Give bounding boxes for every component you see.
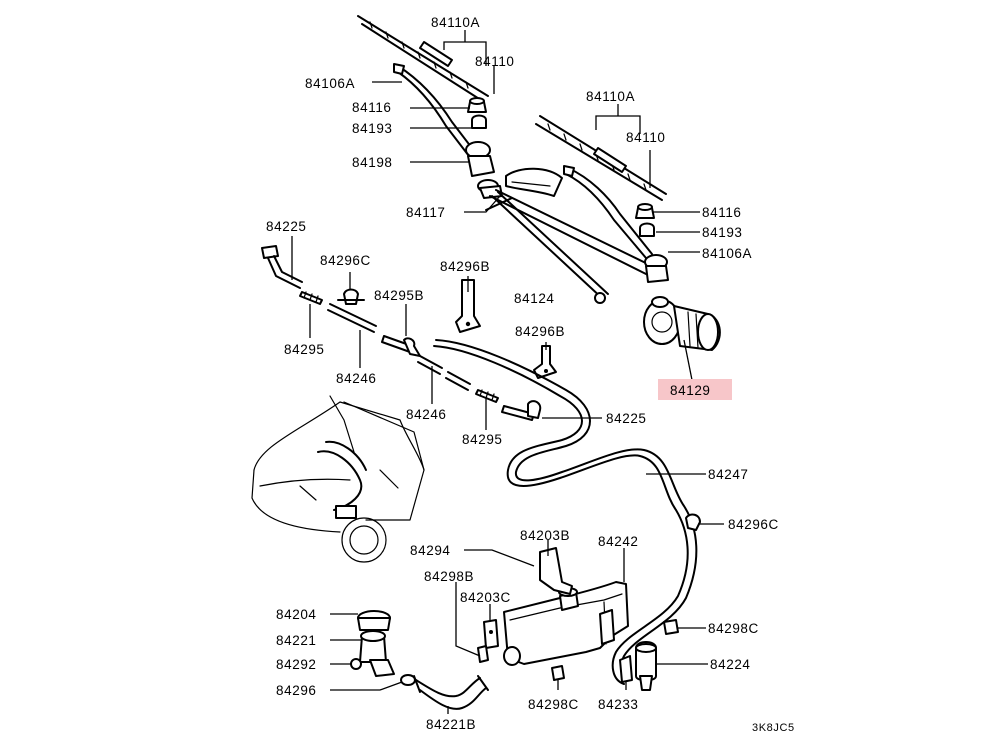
label-cap-right[interactable]: 84193 <box>702 225 743 240</box>
label-clip-c-right[interactable]: 84296C <box>728 517 779 532</box>
label-link-rod[interactable]: 84124 <box>514 291 555 306</box>
left-arm-nut <box>467 97 487 113</box>
label-blade-a-right[interactable]: 84110A <box>586 89 635 104</box>
label-joint[interactable]: 84296 <box>276 683 317 698</box>
pump-filter <box>359 630 395 677</box>
label-bracket-b[interactable]: 84203B <box>520 528 570 543</box>
right-wiper-blade <box>535 115 667 201</box>
label-check-left[interactable]: 84295 <box>284 342 325 357</box>
label-valve-b[interactable]: 84295B <box>374 288 424 303</box>
label-grommet-b[interactable]: 84298B <box>424 569 474 584</box>
label-nut-right[interactable]: 84116 <box>702 205 742 220</box>
pivot-cover <box>505 167 563 197</box>
diagram-code: 3K8JC5 <box>752 722 795 734</box>
label-tank-hose[interactable]: 84294 <box>410 543 451 558</box>
label-pivot-cover[interactable]: 84117 <box>406 205 446 220</box>
label-hose-long[interactable]: 84247 <box>708 467 749 482</box>
label-bolt[interactable]: 84233 <box>598 697 639 712</box>
label-nozzle-top[interactable]: 84225 <box>266 219 307 234</box>
valve-b <box>381 335 421 357</box>
left-arm-cap <box>471 114 487 129</box>
leader-lines <box>291 30 724 714</box>
left-pivot <box>465 141 503 199</box>
label-blade-right[interactable]: 84110 <box>626 130 666 145</box>
clip-b-mid <box>533 345 557 379</box>
label-pump[interactable]: 84224 <box>710 657 751 672</box>
tank-cap <box>357 610 391 631</box>
label-cap-left[interactable]: 84193 <box>352 121 393 136</box>
label-pivot-left[interactable]: 84198 <box>352 155 393 170</box>
mount-bolt <box>619 655 633 683</box>
check-valve-left <box>299 291 323 305</box>
label-inlet-hose[interactable]: 84221B <box>426 717 476 732</box>
label-arm-a-right[interactable]: 84106A <box>702 246 752 261</box>
upper-left-nozzle <box>261 245 303 289</box>
selected-part-highlight <box>658 379 732 400</box>
packing-ring <box>350 658 362 670</box>
hose-left <box>327 303 377 333</box>
right-arm-nut <box>635 203 655 219</box>
right-pivot <box>644 254 669 283</box>
label-hose-left[interactable]: 84246 <box>336 371 377 386</box>
label-arm-a-left[interactable]: 84106A <box>305 76 355 91</box>
wiper-motor <box>643 296 721 351</box>
tank-bracket-b <box>539 547 573 595</box>
label-motor[interactable]: 84129 <box>670 383 711 398</box>
left-wiper-arm <box>393 63 479 161</box>
label-bracket-c[interactable]: 84203C <box>460 590 511 605</box>
right-arm-cap <box>639 222 655 237</box>
label-nozzle-mid[interactable]: 84225 <box>606 411 647 426</box>
hose-joint <box>400 674 416 686</box>
label-grommet-c-bottom[interactable]: 84298C <box>528 697 579 712</box>
label-packing[interactable]: 84292 <box>276 657 317 672</box>
label-joint-c-top[interactable]: 84296C <box>320 253 371 268</box>
check-valve-mid <box>475 389 499 403</box>
label-cap[interactable]: 84204 <box>276 607 317 622</box>
label-check-mid[interactable]: 84295 <box>462 432 503 447</box>
label-grommet-c-right[interactable]: 84298C <box>708 621 759 636</box>
tank-bracket-c <box>483 619 499 649</box>
long-washer-hose <box>433 339 698 685</box>
hose-mid <box>417 355 471 391</box>
grommet-b <box>477 645 489 663</box>
label-blade-left[interactable]: 84110 <box>475 54 515 69</box>
washer-tank <box>503 581 629 666</box>
label-hose-mid[interactable]: 84246 <box>406 407 447 422</box>
clip-b-top <box>455 279 481 333</box>
washer-pump <box>635 641 657 691</box>
grommet-c-bottom <box>551 665 565 681</box>
nozzle-mid <box>501 400 542 421</box>
label-blade-a-left[interactable]: 84110A <box>431 15 480 30</box>
wiper-linkage <box>485 189 657 304</box>
vehicle-outline-sketch <box>251 395 425 563</box>
inlet-hose <box>413 675 489 710</box>
label-clip-b-mid[interactable]: 84296B <box>515 324 565 339</box>
grommet-c-right <box>663 619 679 635</box>
part-labels[interactable]: 84110A 84110 84106A 84116 84193 84198 84… <box>266 15 779 732</box>
clip-c-right <box>685 513 701 531</box>
label-pump-filter[interactable]: 84221 <box>276 633 317 648</box>
label-tank[interactable]: 84242 <box>598 534 639 549</box>
joint-c-top <box>337 288 365 305</box>
label-nut-left[interactable]: 84116 <box>352 100 392 115</box>
left-wiper-blade <box>357 15 489 103</box>
right-wiper-arm <box>563 165 653 259</box>
label-clip-b-top[interactable]: 84296B <box>440 259 490 274</box>
